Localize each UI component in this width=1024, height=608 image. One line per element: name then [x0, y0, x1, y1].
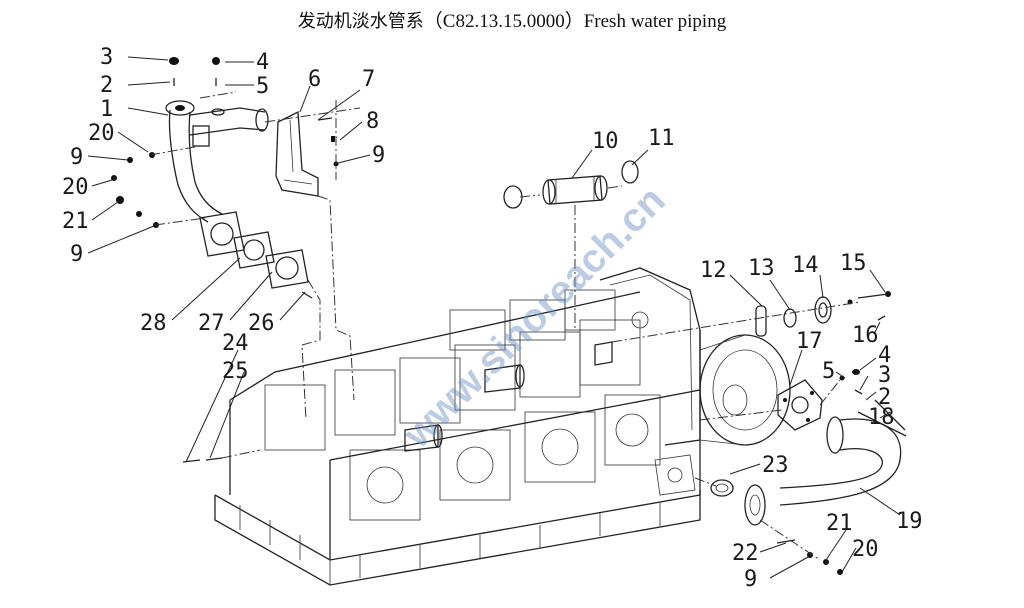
callout-12: 12 — [700, 258, 727, 283]
callout-9: 9 — [70, 145, 83, 170]
callout-21: 21 — [826, 511, 853, 536]
callout-15: 15 — [840, 251, 867, 276]
diagram-title: 发动机淡水管系（C82.13.15.0000）Fresh water pipin… — [0, 6, 1024, 33]
callout-9: 9 — [372, 143, 385, 168]
callout-3: 3 — [100, 45, 113, 70]
callout-18: 18 — [868, 405, 895, 430]
callout-2: 2 — [878, 385, 891, 410]
callout-16: 16 — [852, 323, 879, 348]
callout-14: 14 — [792, 253, 819, 278]
callout-5: 5 — [256, 74, 269, 99]
callout-3: 3 — [878, 363, 891, 388]
flange-gaskets — [199, 211, 309, 289]
callout-5: 5 — [822, 359, 835, 384]
bracket — [275, 110, 319, 197]
thermostat-housing-assembly — [165, 100, 269, 223]
watermark-text: www.sinoreach.cn — [395, 178, 674, 457]
flange-plate — [777, 379, 823, 431]
callout-22: 22 — [732, 541, 759, 566]
callout-23: 23 — [762, 453, 789, 478]
water-pipe — [710, 411, 907, 526]
callout-27: 27 — [198, 311, 225, 336]
callout-11: 11 — [648, 126, 675, 151]
engine-pipe-stubs — [404, 341, 613, 452]
callout-4: 4 — [256, 50, 269, 75]
connecting-pipe — [503, 160, 639, 209]
callout-6: 6 — [308, 67, 321, 92]
callout-8: 8 — [366, 109, 379, 134]
callout-26: 26 — [248, 311, 275, 336]
callout-19: 19 — [896, 509, 923, 534]
callout-13: 13 — [748, 256, 775, 281]
title-chinese: 发动机淡水管系 — [297, 11, 424, 32]
fasteners-top-left — [111, 57, 339, 299]
callout-2: 2 — [100, 73, 113, 98]
engine-block — [214, 267, 791, 586]
callout-20: 20 — [88, 121, 115, 146]
callout-9: 9 — [744, 567, 757, 592]
callout-10: 10 — [592, 129, 619, 154]
callout-numbers: 3 2 1 20 9 20 21 9 4 5 6 7 8 9 28 27 26 … — [62, 45, 923, 592]
fasteners-right — [182, 369, 906, 575]
callout-7: 7 — [362, 67, 375, 92]
callout-leaders — [87, 56, 901, 579]
title-english: Fresh water piping — [583, 11, 727, 32]
callout-21: 21 — [62, 209, 89, 234]
assembly-lines — [149, 91, 861, 561]
callout-25: 25 — [222, 359, 249, 384]
callout-20: 20 — [852, 537, 879, 562]
title-part-code: （C82.13.15.0000） — [423, 11, 584, 32]
callout-1: 1 — [100, 97, 113, 122]
callout-20: 20 — [62, 175, 89, 200]
callout-4: 4 — [878, 343, 891, 368]
callout-9: 9 — [70, 242, 83, 267]
callout-28: 28 — [140, 311, 167, 336]
callout-17: 17 — [796, 329, 823, 354]
callout-24: 24 — [222, 331, 249, 356]
